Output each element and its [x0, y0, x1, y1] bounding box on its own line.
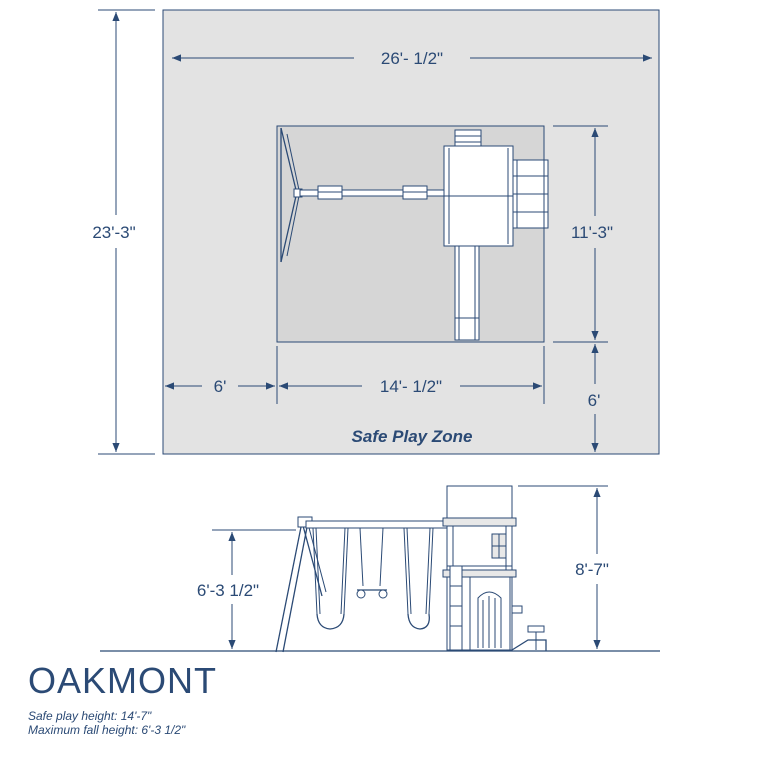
width-dimensions [165, 346, 545, 404]
swing-beam-height-dimension [212, 529, 296, 649]
overall-width-label: 26'- 1/2" [381, 49, 443, 68]
ladder-plan [454, 129, 482, 149]
tower-roof-plan [443, 145, 514, 247]
a-frame-plan [280, 127, 303, 263]
structure-depth-dimension [553, 125, 608, 343]
swing-beam-elevation [305, 520, 455, 529]
left-clearance-label: 6' [214, 377, 227, 396]
side-platform-plan [512, 159, 549, 229]
tower-elevation [442, 485, 523, 651]
structure-width-label: 14'- 1/2" [380, 377, 442, 396]
swing-beam-plan [299, 185, 447, 200]
plan-view: 26'- 1/2" 23'-3" 11'-3" 6' [92, 9, 660, 455]
product-name: OAKMONT [28, 660, 218, 701]
elevation-view: 6'-3 1/2" 8'-7" [100, 485, 660, 653]
structure-height-label: 8'-7" [575, 560, 609, 579]
ground-accessory [511, 625, 547, 651]
safe-play-height-spec: Safe play height: 14'-7" [28, 709, 152, 723]
belt-swing-right [403, 527, 434, 630]
belt-swing-left [312, 527, 349, 630]
structure-depth-label: 11'-3" [571, 223, 613, 242]
safe-play-zone-label: Safe Play Zone [352, 427, 473, 446]
bottom-clearance-label: 6' [588, 391, 601, 410]
slide-plan [454, 245, 480, 341]
structure-height-dimension [518, 485, 608, 649]
max-fall-height-spec: Maximum fall height: 6'-3 1/2" [28, 723, 186, 737]
swing-beam-height-label: 6'-3 1/2" [197, 581, 259, 600]
overall-depth-label: 23'-3" [92, 223, 135, 242]
trapeze-swing [356, 527, 388, 599]
overall-depth-dimension [98, 9, 155, 455]
